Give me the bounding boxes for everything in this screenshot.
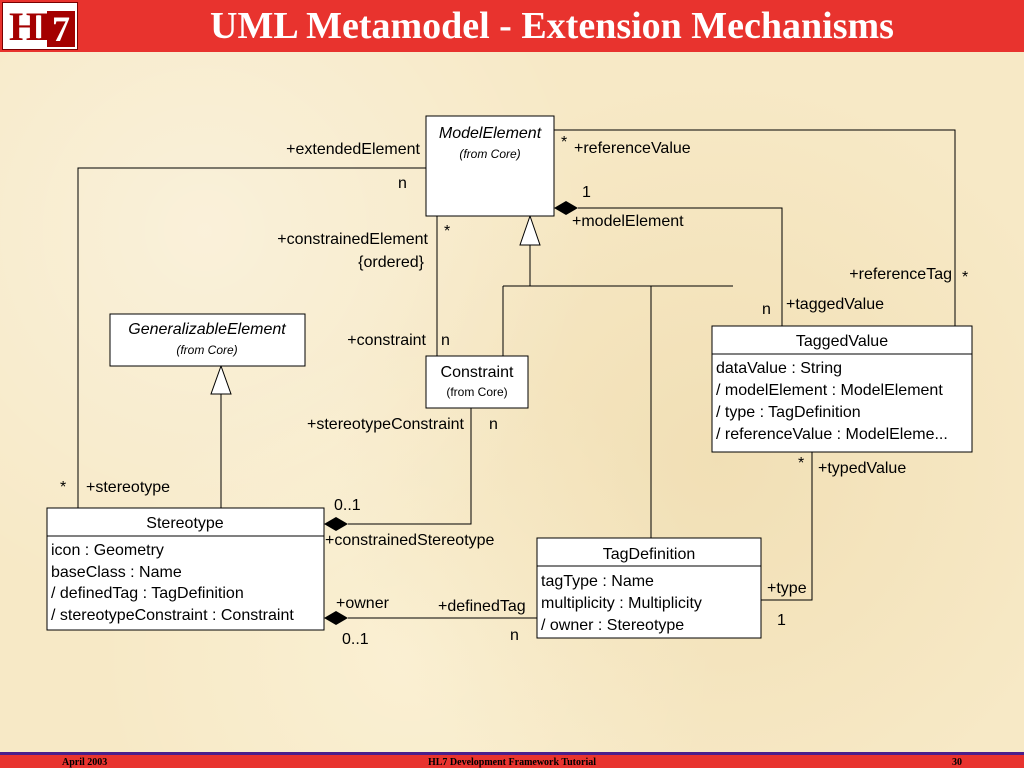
slide-title: UML Metamodel - Extension Mechanisms [210, 5, 894, 47]
multiplicity-label: n [441, 332, 450, 349]
multiplicity-label: 1 [582, 184, 591, 201]
class-generalizable-element[interactable]: GeneralizableElement (from Core) [109, 313, 306, 367]
multiplicity-label: n [489, 416, 498, 433]
class-name: ModelElement [439, 125, 542, 142]
attribute: / owner : Stereotype [541, 617, 684, 634]
uml-diagram: ModelElement (from Core) GeneralizableEl… [46, 115, 973, 648]
page-number: 30 [952, 757, 962, 768]
attribute: / type : TagDefinition [716, 404, 861, 421]
multiplicity-label: * [444, 223, 450, 240]
attribute: tagType : Name [541, 573, 654, 590]
footer-bar: April 2003 HL7 Development Framework Tut… [0, 752, 1024, 768]
owner-label: +owner [336, 595, 390, 612]
typed-value-label: +typedValue [818, 460, 906, 477]
reference-value-association [554, 129, 956, 326]
attribute: multiplicity : Multiplicity [541, 595, 702, 612]
multiplicity-label: n [762, 301, 771, 318]
attribute: / modelElement : ModelElement [716, 382, 943, 399]
composition-diamond-constrained-stereotype [324, 517, 348, 531]
hl7-logo: HL 7 [2, 2, 78, 50]
multiplicity-label: * [798, 455, 804, 472]
logo-seven: 7 [47, 11, 75, 47]
multiplicity-label: * [561, 134, 567, 151]
class-model-element[interactable]: ModelElement (from Core) [425, 115, 555, 217]
class-source: (from Core) [459, 147, 520, 161]
stereotype-constraint-label: +stereotypeConstraint [307, 416, 465, 433]
ordered-label: {ordered} [358, 254, 424, 271]
extended-element-association [77, 167, 426, 508]
model-element-label: +modelElement [572, 213, 684, 230]
footer-date: April 2003 [62, 757, 108, 768]
composition-diamond-owner [324, 611, 348, 625]
class-name: TagDefinition [603, 546, 696, 563]
type-label: +type [767, 580, 807, 597]
multiplicity-label: n [398, 175, 407, 192]
footer-title: HL7 Development Framework Tutorial [427, 757, 597, 768]
generalization-triangle-modelelement [519, 214, 541, 246]
extended-element-label: +extendedElement [286, 141, 420, 158]
multiplicity-label: * [60, 479, 66, 496]
class-source: (from Core) [176, 343, 237, 357]
multiplicity-label: 1 [777, 612, 786, 629]
attribute: / definedTag : TagDefinition [51, 585, 244, 602]
tagged-value-label: +taggedValue [786, 296, 884, 313]
constrained-stereotype-label: +constrainedStereotype [325, 532, 495, 549]
attribute: dataValue : String [716, 360, 842, 377]
composition-diamond-model-element [554, 201, 578, 215]
class-name: Constraint [441, 364, 514, 381]
multiplicity-label: 0..1 [334, 497, 361, 514]
reference-value-label: +referenceValue [574, 140, 691, 157]
class-constraint[interactable]: Constraint (from Core) [425, 355, 529, 409]
multiplicity-label: n [510, 627, 519, 644]
class-tagged-value[interactable]: TaggedValue dataValue : String / modelEl… [711, 325, 973, 453]
class-name: Stereotype [146, 515, 223, 532]
multiplicity-label: 0..1 [342, 631, 369, 648]
class-stereotype[interactable]: Stereotype icon : Geometry baseClass : N… [46, 507, 325, 631]
defined-tag-label: +definedTag [438, 598, 526, 615]
class-name: TaggedValue [796, 333, 888, 350]
model-element-composition [578, 207, 783, 326]
attribute: / referenceValue : ModelEleme... [716, 426, 948, 443]
typed-value-association [760, 452, 813, 601]
constraint-label: +constraint [347, 332, 426, 349]
attribute: icon : Geometry [51, 542, 164, 559]
class-source: (from Core) [446, 385, 507, 399]
attribute: / stereotypeConstraint : Constraint [51, 607, 294, 624]
stereotype-label: +stereotype [86, 479, 170, 496]
generalization-triangle-generalizable [210, 364, 232, 395]
stereotype-constraint-composition [348, 408, 472, 525]
constrained-element-label: +constrainedElement [277, 231, 428, 248]
reference-tag-label: +referenceTag [849, 266, 952, 283]
title-bar: HL 7 UML Metamodel - Extension Mechanism… [0, 0, 1024, 52]
class-tag-definition[interactable]: TagDefinition tagType : Name multiplicit… [536, 537, 762, 639]
connectors [77, 129, 956, 619]
class-name: GeneralizableElement [128, 321, 286, 338]
attribute: baseClass : Name [51, 564, 182, 581]
association-labels: +extendedElement n * +referenceValue 1 +… [60, 134, 968, 648]
multiplicity-label: * [962, 269, 968, 286]
